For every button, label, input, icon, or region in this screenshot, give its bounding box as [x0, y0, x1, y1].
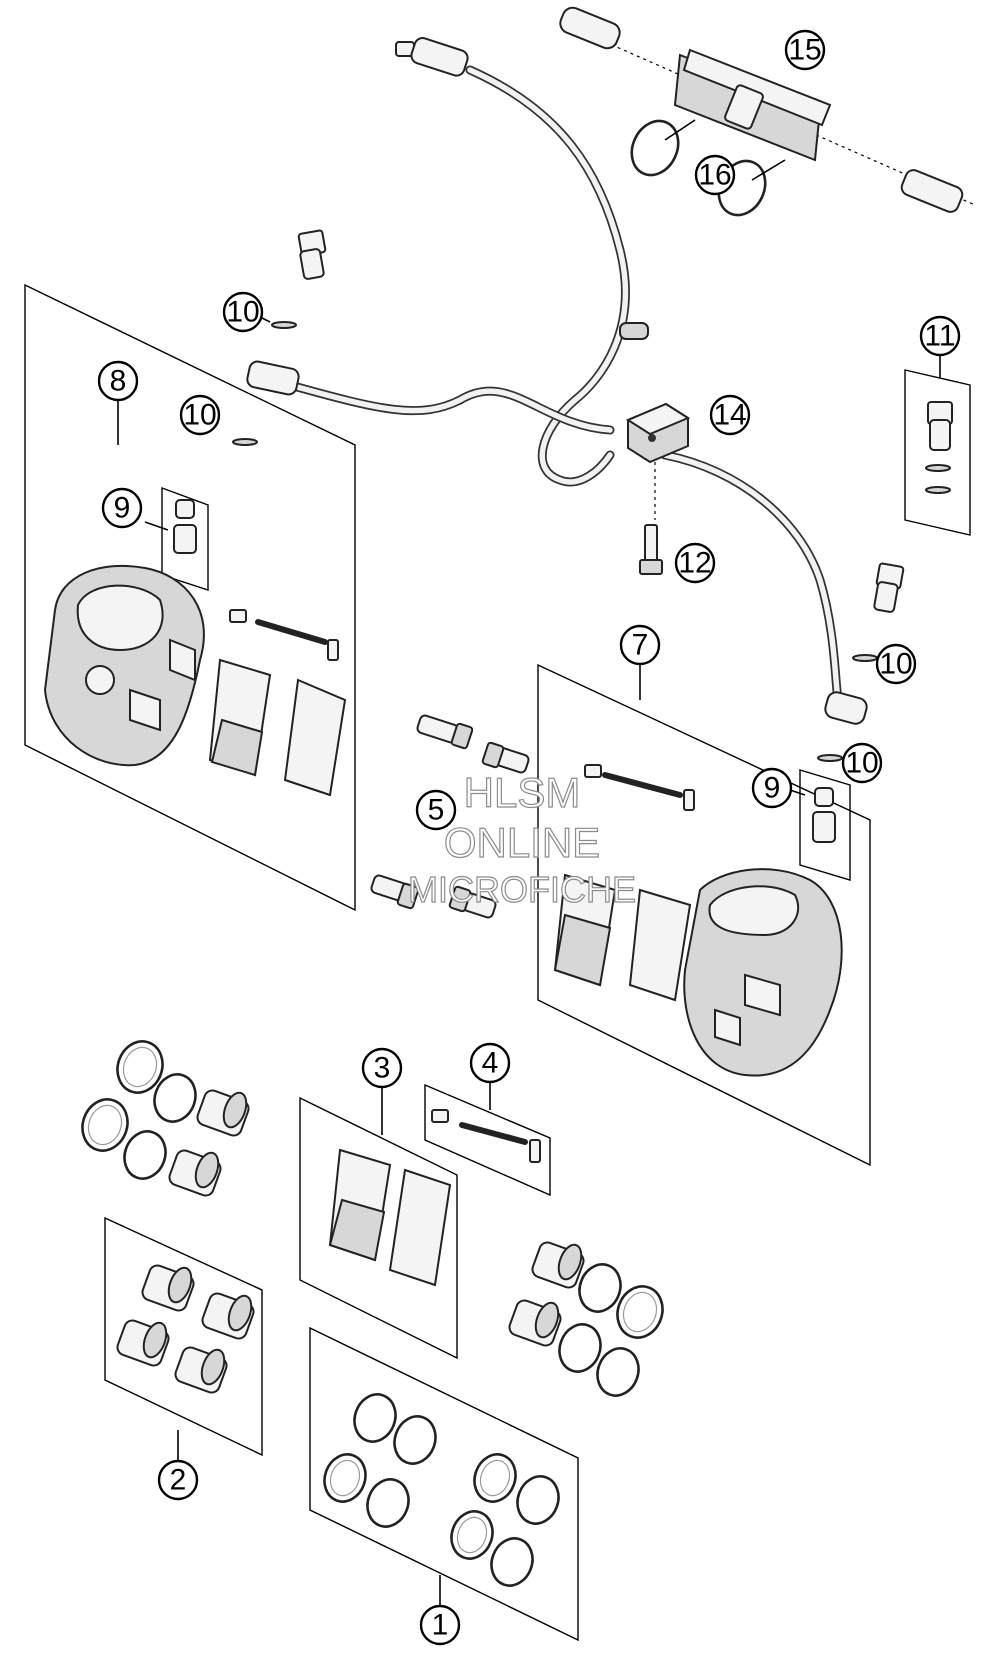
brake-line-distributor — [625, 402, 691, 520]
callout-9-left: 9 — [101, 487, 143, 529]
brake-hose-assembly — [246, 37, 868, 725]
watermark: HLSM ONLINE MICROFICHE — [407, 768, 636, 910]
svg-text:4: 4 — [482, 1047, 499, 1080]
loose-pistons-left — [81, 1040, 250, 1197]
callout-12: 12 — [674, 542, 716, 584]
watermark-line-3: MICROFICHE — [408, 869, 636, 910]
callout-5: 5 — [415, 789, 457, 831]
panel-1-seal-kit — [309, 1326, 579, 1642]
left-banjo-fitting — [246, 360, 300, 396]
caliper-mounting-bolts — [370, 714, 530, 919]
svg-text:3: 3 — [374, 1052, 391, 1085]
callout-10-b: 10 — [179, 394, 221, 436]
svg-text:2: 2 — [170, 1464, 187, 1497]
callout-3: 3 — [361, 1047, 403, 1089]
svg-text:10: 10 — [226, 296, 259, 329]
callout-10-c: 10 — [875, 643, 917, 685]
svg-text:10: 10 — [879, 648, 912, 681]
panel-3-brake-pads — [299, 1085, 458, 1360]
svg-text:8: 8 — [110, 365, 127, 398]
callout-16: 16 — [694, 154, 736, 196]
callout-14: 14 — [709, 394, 751, 436]
callout-10-d: 10 — [841, 742, 883, 784]
svg-text:14: 14 — [713, 399, 746, 432]
panel-11 — [904, 355, 971, 536]
callout-15: 15 — [784, 29, 826, 71]
loose-pistons-right — [508, 1241, 664, 1397]
svg-text:10: 10 — [183, 399, 216, 432]
banjo-bolt-upper-left — [297, 229, 327, 280]
panel-4-pad-pin-kit — [424, 1080, 551, 1197]
svg-text:9: 9 — [764, 772, 781, 805]
hose-grommet — [619, 322, 649, 340]
callout-1: 1 — [419, 1604, 461, 1646]
svg-text:10: 10 — [845, 747, 878, 780]
callout-4: 4 — [469, 1042, 511, 1084]
svg-text:11: 11 — [924, 320, 955, 353]
hose-holder — [559, 6, 976, 213]
callout-2: 2 — [157, 1459, 199, 1501]
callout-10-a: 10 — [222, 291, 271, 333]
svg-text:5: 5 — [428, 794, 445, 827]
panel-2-piston-kit — [104, 1216, 263, 1465]
svg-text:9: 9 — [114, 492, 131, 525]
callout-7: 7 — [619, 624, 661, 666]
sealing-washers — [232, 321, 878, 762]
panel-8-left-caliper — [24, 283, 356, 912]
callout-9-right: 9 — [751, 767, 793, 809]
panel-7-right-caliper — [537, 663, 871, 1167]
banjo-bolt-right — [873, 562, 905, 613]
callout-8: 8 — [97, 360, 139, 402]
right-banjo-fitting — [824, 691, 868, 725]
callout-11: 11 — [919, 315, 961, 357]
watermark-line-1: HLSM — [464, 769, 581, 816]
hose-end-nut — [410, 37, 469, 77]
svg-text:12: 12 — [678, 547, 711, 580]
svg-text:16: 16 — [698, 159, 731, 192]
distributor-bolt — [639, 524, 663, 575]
svg-text:15: 15 — [788, 34, 821, 67]
svg-text:7: 7 — [632, 629, 649, 662]
watermark-line-2: ONLINE — [444, 819, 600, 866]
svg-text:1: 1 — [432, 1609, 449, 1642]
